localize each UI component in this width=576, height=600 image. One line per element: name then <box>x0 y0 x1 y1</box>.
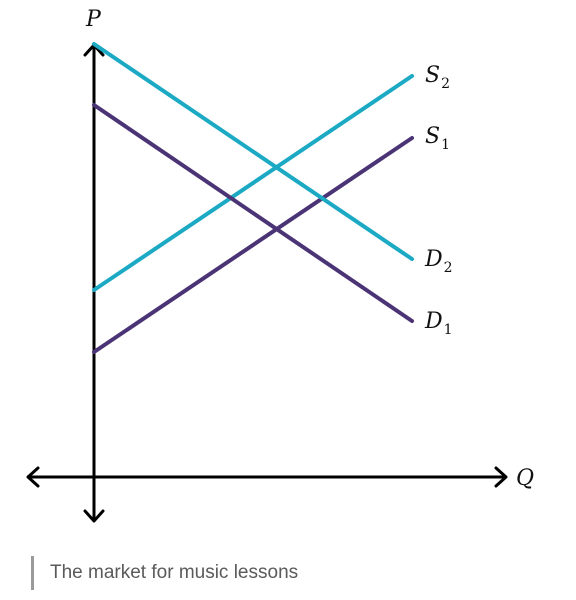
price-axis-arrow-down <box>83 509 105 523</box>
curve-label-d1: D1 <box>424 309 453 338</box>
price-axis <box>83 43 105 523</box>
demand-curve-d1 <box>92 103 414 323</box>
curve-label-s2: S2 <box>425 63 450 92</box>
curve-label-d2: D2 <box>424 247 453 276</box>
figure-caption: The market for music lessons <box>31 556 298 590</box>
demand-curve-d2 <box>92 42 414 261</box>
quantity-axis-arrow-left <box>26 466 40 488</box>
supply-curve-s1 <box>92 136 414 354</box>
caption-text: The market for music lessons <box>50 562 299 583</box>
quantity-axis <box>26 466 508 488</box>
quantity-axis-label: Q <box>516 466 534 491</box>
quantity-axis-arrow-right <box>494 466 508 488</box>
curve-label-s1: S1 <box>425 124 450 153</box>
supply-demand-diagram: P Q S2 S1 D2 D1 <box>26 7 534 523</box>
price-axis-label: P <box>85 7 102 32</box>
supply-curve-s2 <box>92 74 414 292</box>
